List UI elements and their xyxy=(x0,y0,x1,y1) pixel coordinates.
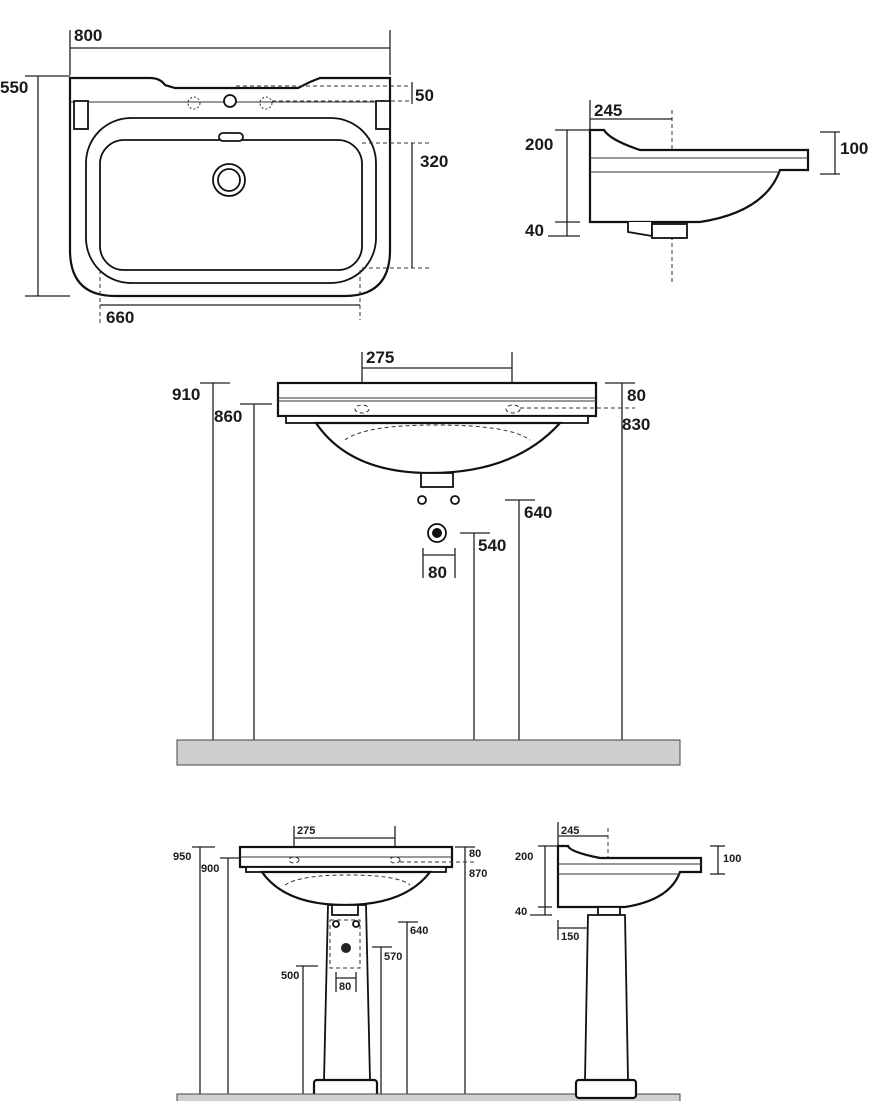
dim-ped-waste-width: 80 xyxy=(339,981,351,993)
front-view-wall: 275 910 860 80 830 640 540 xyxy=(172,348,681,766)
dim-side-height: 200 xyxy=(525,135,553,154)
dim-front-height-top: 910 xyxy=(172,385,200,404)
dim-side-rim: 100 xyxy=(840,139,868,158)
dim-sidep-rim: 100 xyxy=(723,853,741,865)
dim-depth: 550 xyxy=(0,78,28,97)
dim-front-rim-height: 830 xyxy=(622,415,650,434)
dim-width: 800 xyxy=(74,26,102,45)
dim-ped-height-rim: 900 xyxy=(201,863,219,875)
dim-side-rear-depth: 245 xyxy=(594,101,622,120)
floor-pedestal xyxy=(176,1093,681,1101)
dim-tap-offset: 50 xyxy=(415,86,434,105)
dim-ped-pedestal-height: 500 xyxy=(281,970,299,982)
dim-front-height-rim: 860 xyxy=(214,407,242,426)
dim-sidep-rear-depth: 245 xyxy=(561,825,579,837)
dim-bowl-depth: 320 xyxy=(420,152,448,171)
dim-ped-rim-thickness: 80 xyxy=(469,848,481,860)
dim-side-drain: 40 xyxy=(525,221,544,240)
floor xyxy=(176,739,681,766)
dim-sidep-drain: 40 xyxy=(515,906,527,918)
side-view-pedestal: 245 200 40 150 100 xyxy=(515,822,741,1100)
dim-ped-waste: 570 xyxy=(384,951,402,963)
dim-sidep-height: 200 xyxy=(515,851,533,863)
top-view: 800 550 50 320 xyxy=(0,26,448,327)
front-view-pedestal: 275 950 900 80 870 640 570 xyxy=(173,825,681,1101)
dim-front-supply: 640 xyxy=(524,503,552,522)
dim-sidep-pedestal-offset: 150 xyxy=(561,931,579,943)
dim-front-rim-thickness: 80 xyxy=(627,386,646,405)
dim-front-waste: 540 xyxy=(478,536,506,555)
dim-ped-height-top: 950 xyxy=(173,851,191,863)
dim-inner-width: 660 xyxy=(106,308,134,327)
dim-ped-supply: 640 xyxy=(410,925,428,937)
side-view-top: 245 200 40 100 xyxy=(525,100,868,285)
dim-ped-rim-height: 870 xyxy=(469,868,487,880)
dim-front-waste-width: 80 xyxy=(428,563,447,582)
dim-ped-tap-spacing: 275 xyxy=(297,825,315,837)
dim-front-tap-spacing: 275 xyxy=(366,348,394,367)
